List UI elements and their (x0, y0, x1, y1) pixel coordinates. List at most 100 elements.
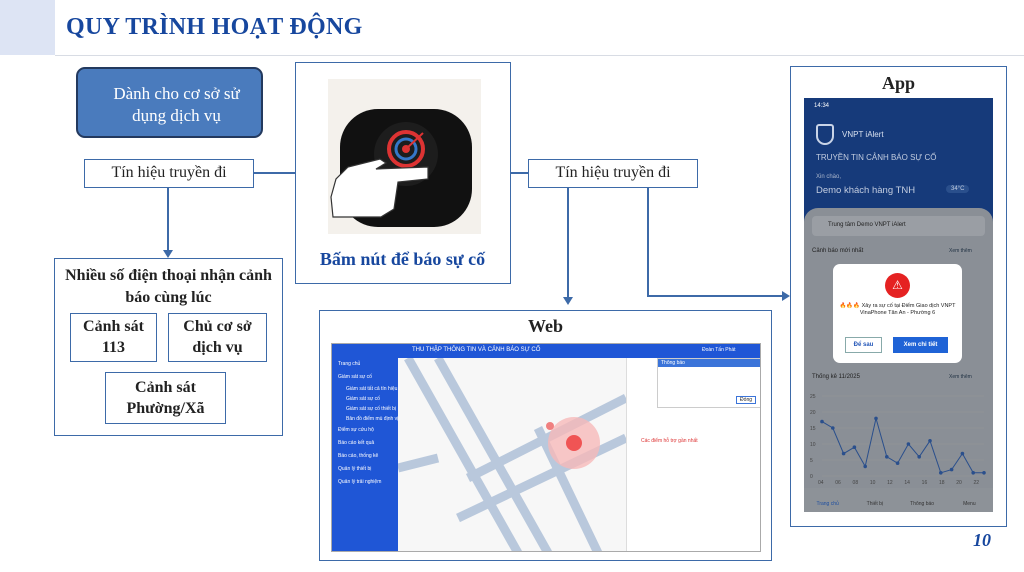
bottom-nav: Trang chủ Thiết bị Thông báo Menu (804, 488, 993, 512)
recipient-police-113: Cảnh sát 113 (70, 313, 157, 362)
web-menu-item[interactable]: Quản lý thiết bị (338, 466, 372, 472)
data-point (820, 419, 824, 424)
web-topbar: THU THẬP THÔNG TIN VÀ CẢNH BÁO SỰ CỐ Đoà… (332, 344, 760, 358)
popup-close-button[interactable]: Đóng (736, 396, 756, 404)
data-point (928, 439, 932, 443)
x-tick-label: 22 (974, 480, 980, 486)
device-panel: Bấm nút để báo sự cố (295, 62, 511, 284)
app-title: App (881, 73, 916, 93)
data-point (971, 471, 975, 475)
data-point (949, 467, 954, 472)
signal-label-right: Tín hiệu truyền đi (528, 159, 698, 188)
data-point (831, 426, 835, 430)
web-menu-item[interactable]: Bản đồ điểm mù định vị (346, 416, 399, 422)
view-details-button[interactable]: Xem chi tiết (893, 337, 948, 353)
x-tick-label: 18 (939, 480, 945, 486)
data-point (906, 442, 911, 446)
data-point (960, 451, 965, 456)
web-menu-item[interactable]: Giám sát tất cả tín hiệu (346, 386, 398, 392)
popup-title: Thông báo (658, 359, 760, 367)
shield-logo-icon (816, 124, 834, 145)
x-tick-label: 14 (904, 480, 910, 486)
status-time: 14:34 (814, 103, 830, 109)
web-notification-popup: Thông báo Đóng (657, 358, 760, 408)
web-title: Web (527, 316, 563, 336)
web-map (398, 358, 626, 551)
y-tick-label: 5 (810, 458, 813, 464)
y-tick-label: 20 (810, 410, 816, 416)
app-brand: VNPT iAlert (842, 130, 884, 139)
x-tick-label: 08 (853, 480, 859, 486)
latest-alerts-heading: Cảnh báo mới nhất (812, 248, 864, 254)
data-point (982, 471, 986, 475)
web-menu-item[interactable]: Giám sát sự cố (346, 396, 380, 402)
nearest-support-heading: Các điểm hỗ trợ gần nhất (641, 438, 698, 444)
web-menu-item[interactable]: Báo cáo kết quả (338, 440, 375, 446)
x-tick-label: 04 (818, 480, 824, 486)
stats-heading: Thống kê 11/2025 (812, 374, 860, 380)
app-screenshot: 14:34 VNPT iAlert TRUYỀN TIN CẢNH BÁO SỰ… (804, 98, 993, 512)
connector (167, 188, 169, 251)
nav-item[interactable]: Thiết bị (866, 501, 884, 507)
signal-label-left: Tín hiệu truyền đi (84, 159, 254, 188)
recipient-owner: Chủ cơ sở dịch vụ (168, 313, 267, 362)
stats-chart: 25 20 15 10 5 0 04 06 08 10 12 14 16 18 20 22 (810, 394, 986, 486)
web-menu-item[interactable]: Điểm sự cứu hộ (338, 427, 374, 433)
data-point (841, 451, 846, 456)
alert-message: 🔥🔥🔥 Xảy ra sự cố tại Điểm Giao dịch VNPT… (839, 303, 956, 316)
web-screenshot: THU THẬP THÔNG TIN VÀ CẢNH BÁO SỰ CỐ Đoà… (331, 343, 761, 552)
user-box: Dành cho cơ sở sử dụng dịch vụ (76, 67, 263, 138)
web-app-title: THU THẬP THÔNG TIN VÀ CẢNH BÁO SỰ CỐ (412, 347, 541, 353)
connector (511, 172, 528, 174)
web-detail-panel: Thông báo Đóng Các điểm hỗ trợ gần nhất (626, 358, 760, 551)
x-tick-label: 06 (835, 480, 841, 486)
data-point (863, 464, 867, 469)
warning-icon: ⚠ (885, 273, 910, 298)
nav-item[interactable]: Trang chủ (816, 501, 839, 507)
customer-name: Demo khách hàng TNH (816, 185, 916, 196)
temperature-badge: 34°C (946, 185, 970, 193)
web-menu-item[interactable]: Giám sát sự cố thiết bị (346, 406, 397, 412)
data-point (874, 416, 878, 421)
x-tick-label: 16 (922, 480, 928, 486)
connector (567, 188, 569, 298)
panic-button-image (328, 79, 481, 234)
data-point (917, 455, 921, 459)
arrow-right-icon (782, 291, 790, 301)
arrow-down-icon (163, 250, 173, 258)
data-point (895, 461, 900, 465)
web-menu-item[interactable]: Trang chủ (338, 361, 361, 367)
data-point (885, 455, 889, 459)
stats-see-more-link[interactable]: Xem thêm (949, 374, 972, 380)
arrow-down-icon (563, 297, 573, 305)
nav-item[interactable]: Thông báo (910, 501, 935, 507)
alert-dialog: ⚠ 🔥🔥🔥 Xảy ra sự cố tại Điểm Giao dịch VN… (833, 264, 962, 363)
greeting: Xin chào, (816, 174, 842, 180)
web-user: Đoàn Tấn Phát (702, 347, 736, 353)
y-tick-label: 25 (810, 394, 816, 400)
recipients-panel: Nhiều số điện thoại nhận cảnh báo cùng l… (54, 258, 283, 436)
series-line (821, 418, 984, 474)
see-more-link[interactable]: Xem thêm (949, 248, 972, 254)
y-tick-label: 10 (810, 442, 816, 448)
header-divider (55, 55, 1024, 56)
y-tick-label: 15 (810, 426, 816, 432)
page-title: QUY TRÌNH HOẠT ĐỘNG (66, 14, 363, 40)
web-menu-item[interactable]: Giám sát sự cố (338, 374, 372, 380)
x-tick-label: 10 (870, 480, 876, 486)
nav-item[interactable]: Menu (963, 501, 976, 507)
x-tick-label: 20 (956, 480, 962, 486)
center-selector[interactable]: Trung tâm Demo VNPT iAlert (812, 216, 985, 236)
x-tick-label: 12 (887, 480, 893, 486)
app-headline: TRUYỀN TIN CẢNH BÁO SỰ CỐ (816, 153, 937, 162)
connector (647, 295, 783, 297)
web-menu-item[interactable]: Quản lý trải nghiệm (338, 479, 382, 485)
page-number: 10 (973, 530, 991, 550)
later-button[interactable]: Để sau (845, 337, 882, 353)
y-tick-label: 0 (810, 474, 813, 480)
data-point (852, 445, 857, 449)
recipients-title: Nhiều số điện thoại nhận cảnh báo cùng l… (65, 267, 272, 306)
web-menu-item[interactable]: Báo cáo, thống kê (338, 453, 379, 459)
device-label: Bấm nút để báo sự cố (319, 249, 486, 269)
